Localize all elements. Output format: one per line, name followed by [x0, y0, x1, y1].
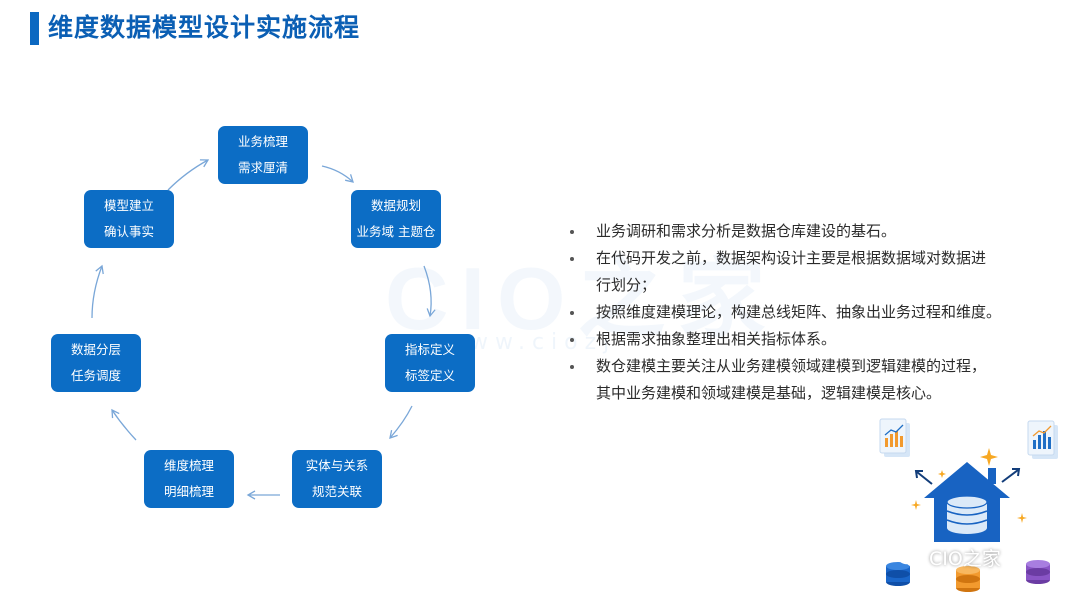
cycle-node-business: 业务梳理 需求厘清: [218, 126, 308, 184]
wechat-watermark: CIO之家: [897, 544, 1001, 571]
cycle-node-metrics: 指标定义 标签定义: [385, 334, 475, 392]
arrow-3-to-4: [389, 405, 413, 439]
bullet-dot-icon: [570, 311, 574, 315]
sparkle-icon: [1017, 513, 1027, 523]
cycle-node-entity: 实体与关系 规范关联: [292, 450, 382, 508]
sparkle-icon: [938, 470, 946, 478]
bullet-dot-icon: [570, 257, 574, 261]
arrow-up-left-icon: [916, 471, 933, 485]
data-stack-orange-icon: [956, 566, 980, 592]
cycle-node-layering: 数据分层 任务调度: [51, 334, 141, 392]
list-item: 业务调研和需求分析是数据仓库建设的基石。: [566, 218, 1036, 245]
wechat-icon: [897, 547, 923, 567]
sparkle-icon: [980, 448, 998, 466]
cycle-node-model: 模型建立 确认事实: [84, 190, 174, 248]
bullet-dot-icon: [570, 365, 574, 369]
arrow-5-to-6: [111, 408, 137, 441]
report-chart-icon: [1027, 420, 1058, 459]
wechat-label: CIO之家: [929, 548, 1001, 570]
list-item: 数仓建模主要关注从业务建模领域建模到逻辑建模的过程， 其中业务建模和领域建模是基…: [566, 353, 1036, 407]
data-warehouse-illustration: [879, 418, 1058, 592]
arrow-6-to-7: [91, 264, 104, 319]
data-stack-purple-icon: [1026, 560, 1050, 584]
title-accent-bar: [30, 12, 39, 45]
page-title: 维度数据模型设计实施流程: [48, 13, 361, 42]
watermark-brand: CIO之家: [385, 228, 777, 355]
cycle-node-dimension: 维度梳理 明细梳理: [144, 450, 234, 508]
data-stack-blue-icon: [886, 562, 910, 586]
warehouse-house-icon: [924, 462, 1010, 542]
bullet-list: 业务调研和需求分析是数据仓库建设的基石。 在代码开发之前，数据架构设计主要是根据…: [566, 218, 1036, 407]
bullet-dot-icon: [570, 230, 574, 234]
bullet-dot-icon: [570, 338, 574, 342]
arrow-up-right-icon: [1001, 469, 1019, 483]
report-chart-icon: [879, 418, 910, 457]
sparkle-icon: [911, 500, 921, 510]
arrow-7-to-1: [167, 159, 210, 191]
list-item: 根据需求抽象整理出相关指标体系。: [566, 326, 1036, 353]
cycle-node-planning: 数据规划 业务域 主题仓: [351, 190, 441, 248]
arrow-1-to-2: [321, 165, 354, 183]
list-item: 在代码开发之前，数据架构设计主要是根据数据域对数据进 行划分；: [566, 245, 1036, 299]
arrow-2-to-3: [423, 265, 436, 318]
list-item: 按照维度建模理论，构建总线矩阵、抽象出业务过程和维度。: [566, 299, 1036, 326]
